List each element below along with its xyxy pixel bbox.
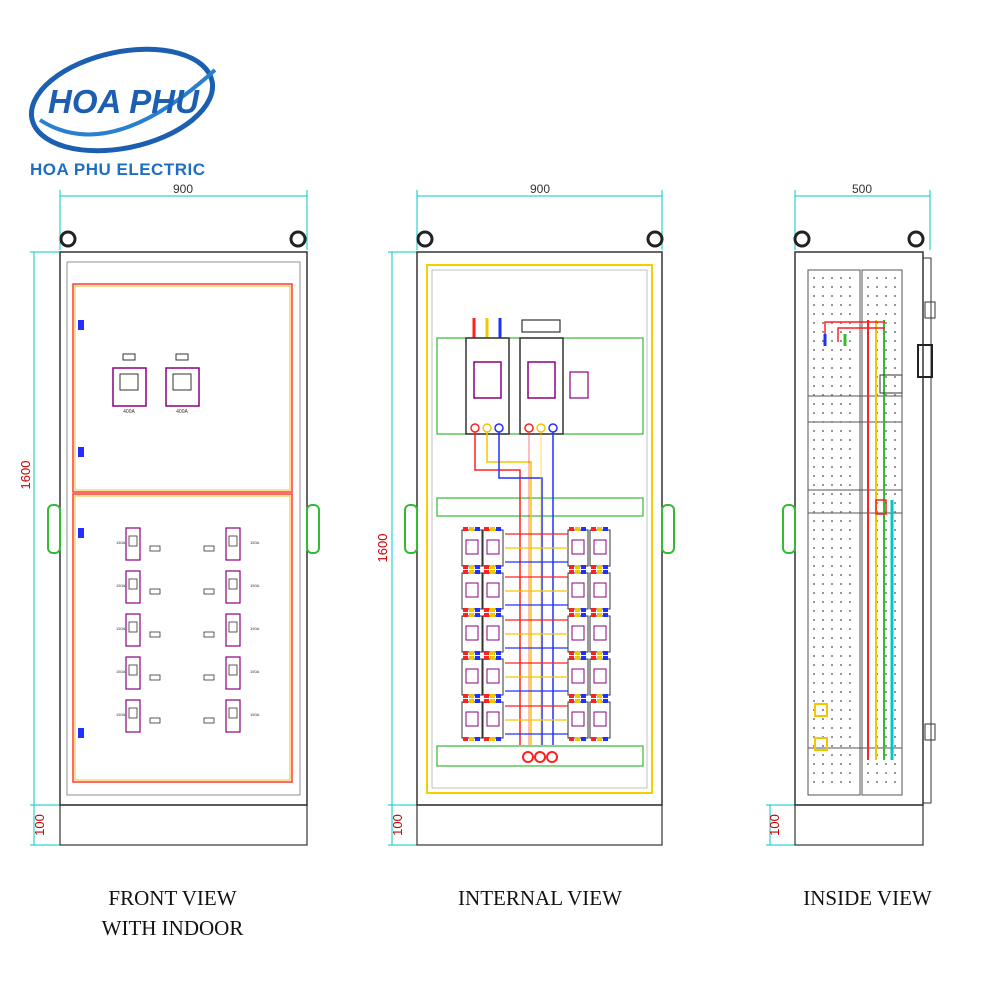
branch-breaker-label: 150A [250,626,260,631]
front-height-label: 1600 [18,461,33,490]
internal-base-label: 100 [390,814,405,836]
branch-breaker: 150A [203,613,260,647]
company-logo: HOA PHU [28,46,217,154]
main-breaker-1: 400A [112,353,147,415]
internal-breaker [567,613,589,655]
branch-breaker-label: 150A [250,583,260,588]
main-breaker-2: 400A [165,353,200,415]
branch-breaker: 150A [116,656,161,690]
internal-breaker [589,613,611,655]
inside-view-caption: INSIDE VIEW [770,883,965,913]
internal-breaker [567,527,589,569]
front-caption-line2: WITH INDOOR [101,916,244,940]
internal-view: 900 1600 100 [375,182,675,846]
branch-breakers: 150A 150A 150A 150A 150A 150A 150A 150A 150A 150A [116,527,260,733]
front-caption-line1: FRONT VIEW [108,886,237,910]
internal-breaker [461,527,483,569]
internal-breaker [461,656,483,698]
branch-breaker-label: 150A [116,626,126,631]
internal-breaker [482,570,504,612]
inside-caption-line1: INSIDE VIEW [803,886,932,910]
internal-height-label: 1600 [375,534,390,563]
front-view-caption: FRONT VIEW WITH INDOOR [70,883,275,943]
branch-breaker-label: 150A [116,712,126,717]
front-base-label: 100 [32,814,47,836]
branch-breaker-label: 150A [116,540,126,545]
branch-breaker: 150A [203,527,260,561]
internal-breaker [589,527,611,569]
branch-breaker: 150A [116,699,161,733]
internal-width-label: 900 [530,182,550,196]
internal-breaker [589,699,611,741]
internal-breaker [461,613,483,655]
internal-breaker [567,656,589,698]
internal-breaker [589,570,611,612]
logo-text: HOA PHU [48,83,200,120]
main-breaker-label: 400A [123,409,135,415]
internal-breaker [567,570,589,612]
internal-breaker [461,570,483,612]
internal-breaker [482,656,504,698]
branch-breaker: 150A [116,613,161,647]
branch-breaker-label: 150A [250,669,260,674]
internal-breaker [589,656,611,698]
internal-view-caption: INTERNAL VIEW [430,883,650,913]
branch-breaker: 150A [116,570,161,604]
internal-breaker [461,699,483,741]
branch-breaker-label: 150A [116,583,126,588]
inside-base-label: 100 [767,814,782,836]
branch-breaker: 150A [203,656,260,690]
front-view: 900 1600 100 400A [18,182,320,846]
branch-breaker: 150A [116,527,161,561]
company-name: HOA PHU ELECTRIC [30,160,206,179]
internal-breaker [567,699,589,741]
branch-breaker-label: 150A [250,712,260,717]
main-breaker-label: 400A [176,409,188,415]
internal-branch-breakers [461,527,611,741]
inside-view: 500 100 [766,182,936,846]
internal-breaker [482,613,504,655]
branch-breaker: 150A [203,699,260,733]
front-width-label: 900 [173,182,193,196]
internal-caption-line1: INTERNAL VIEW [458,886,622,910]
branch-breaker-label: 150A [116,669,126,674]
branch-breaker-label: 150A [250,540,260,545]
branch-breaker: 150A [203,570,260,604]
internal-breaker [482,527,504,569]
internal-breaker [482,699,504,741]
inside-width-label: 500 [852,182,872,196]
